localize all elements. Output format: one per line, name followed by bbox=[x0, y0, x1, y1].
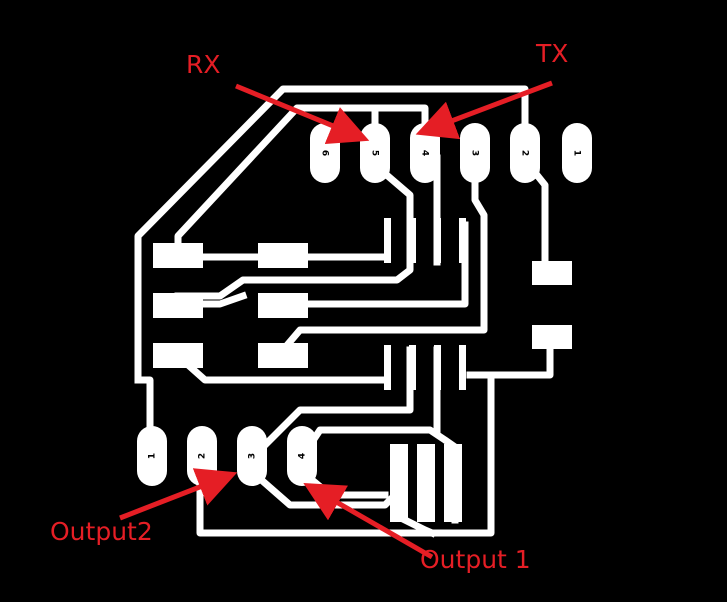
pad bbox=[153, 293, 203, 318]
pad bbox=[153, 243, 203, 268]
pad bbox=[444, 444, 462, 522]
output1-label: Output 1 bbox=[420, 545, 531, 574]
pad bbox=[390, 444, 408, 522]
pad bbox=[532, 261, 572, 285]
header-pin: 5 bbox=[360, 123, 390, 183]
header-pin: 4 bbox=[287, 426, 317, 486]
pin-label: 1 bbox=[148, 453, 158, 459]
ic-lead bbox=[434, 345, 441, 390]
ic-lead bbox=[384, 345, 391, 390]
pad bbox=[258, 343, 308, 368]
output1-arrow bbox=[303, 483, 434, 560]
ic-lead bbox=[459, 218, 466, 263]
pin-label: 1 bbox=[572, 150, 582, 156]
pin-label: 4 bbox=[420, 150, 430, 156]
trace bbox=[278, 154, 488, 355]
pin-label: 3 bbox=[248, 453, 258, 459]
pad bbox=[417, 444, 435, 522]
ic-lead bbox=[459, 345, 466, 390]
rx-arrow bbox=[235, 83, 370, 145]
rx-label: RX bbox=[186, 50, 221, 79]
trace bbox=[174, 160, 414, 300]
header-pin: 1 bbox=[137, 426, 167, 486]
header-pin: 1 bbox=[562, 123, 592, 183]
tx-arrow bbox=[415, 80, 553, 140]
trace bbox=[400, 515, 437, 538]
pin-label: 2 bbox=[198, 453, 208, 459]
pin-label: 5 bbox=[370, 150, 380, 156]
pin-label: 4 bbox=[298, 453, 308, 459]
pad bbox=[258, 293, 308, 318]
ic-lead bbox=[434, 218, 441, 263]
header-pin: 3 bbox=[237, 426, 267, 486]
output2-label: Output2 bbox=[50, 517, 153, 546]
pin-label: 2 bbox=[520, 150, 530, 156]
annotation-labels: RX TX Output2 Output 1 bbox=[50, 39, 568, 574]
pad bbox=[258, 243, 308, 268]
pin-label: 6 bbox=[320, 150, 330, 156]
pin-label: 3 bbox=[470, 150, 480, 156]
ic-lead bbox=[409, 345, 416, 390]
output2-arrow bbox=[119, 468, 238, 521]
smd-pads bbox=[153, 218, 572, 522]
ic-lead bbox=[384, 218, 391, 263]
pad bbox=[532, 325, 572, 349]
ic-lead bbox=[409, 218, 416, 263]
tx-label: TX bbox=[535, 39, 568, 68]
header-pin: 2 bbox=[510, 123, 540, 183]
header-pin: 2 bbox=[187, 426, 217, 486]
annotations bbox=[119, 80, 553, 560]
trace bbox=[134, 85, 529, 384]
header-pin: 4 bbox=[410, 123, 440, 183]
header-pin: 6 bbox=[310, 123, 340, 183]
header-pin: 3 bbox=[460, 123, 490, 183]
pad bbox=[153, 343, 203, 368]
